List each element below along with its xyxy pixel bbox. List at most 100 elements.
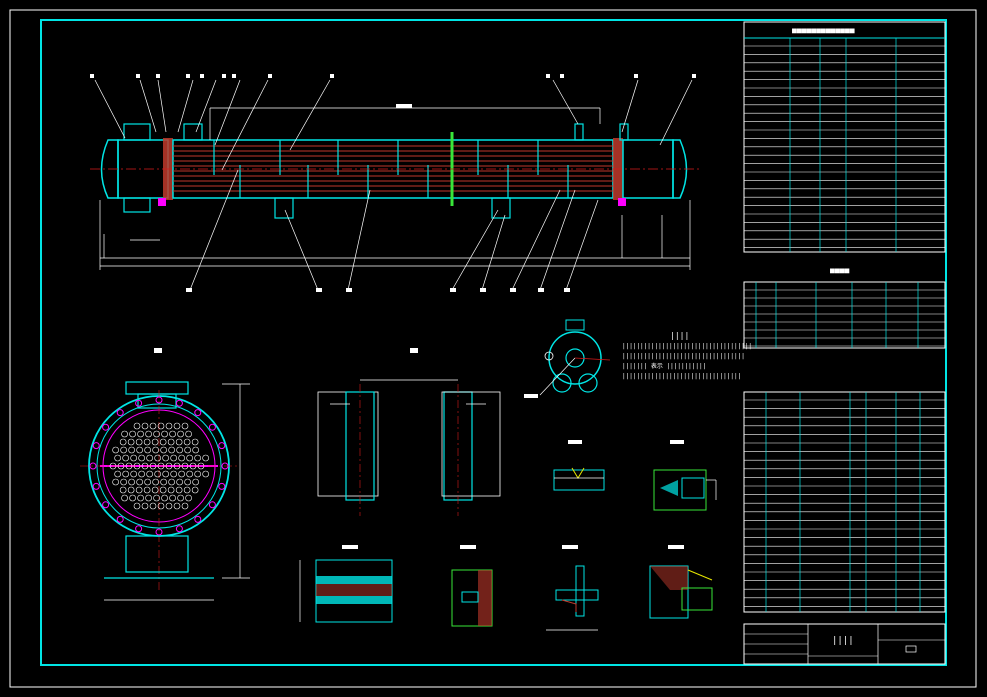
- tube-hole: [186, 470, 193, 478]
- tube-hole: [135, 438, 143, 446]
- tube-hole: [121, 430, 128, 438]
- tube-hole: [178, 454, 185, 462]
- tube-hole: [152, 478, 159, 486]
- tube-hole: [128, 478, 135, 486]
- tube-hole: [194, 470, 201, 478]
- tube-hole: [185, 494, 192, 502]
- bolt-hole: [208, 501, 216, 509]
- tube-hole: [144, 478, 151, 486]
- bolt-hole: [175, 525, 183, 533]
- tube-hole: [114, 454, 121, 462]
- tube-hole: [162, 470, 169, 478]
- tube-hole: [154, 470, 161, 478]
- tube-hole: [167, 486, 175, 494]
- tube-hole: [122, 454, 129, 462]
- tube-hole: [143, 486, 151, 494]
- bolt-hole: [175, 399, 183, 407]
- tube-hole: [167, 438, 175, 446]
- tube-hole: [191, 438, 199, 446]
- tube-hole: [141, 502, 149, 510]
- section-note-line-2: ||||||||||||||||||||||||||||||||||: [622, 353, 745, 360]
- tube-hole: [177, 430, 184, 438]
- tube-hole: [109, 462, 117, 470]
- drawing-border: [40, 19, 947, 666]
- tube-hole: [165, 422, 173, 430]
- tube-hole: [159, 486, 167, 494]
- tube-hole: [137, 494, 144, 502]
- nozzle-table-heading: ■■■■: [830, 266, 849, 275]
- design-data-table: [743, 21, 946, 253]
- tube-hole: [144, 446, 151, 454]
- tube-hole: [170, 470, 177, 478]
- tube-hole: [146, 470, 153, 478]
- bolt-hole: [221, 462, 229, 470]
- bolt-hole: [116, 409, 124, 417]
- tube-hole: [177, 494, 184, 502]
- tube-hole: [192, 446, 199, 454]
- bolt-hole: [155, 528, 163, 536]
- tube-hole: [170, 454, 177, 462]
- section-note-short: ||||: [670, 331, 689, 340]
- tube-hole: [112, 478, 119, 486]
- tube-hole: [151, 438, 159, 446]
- tube-hole: [133, 502, 141, 510]
- tube-hole: [161, 494, 168, 502]
- tube-hole: [114, 470, 121, 478]
- tube-hole: [197, 462, 205, 470]
- bolt-hole: [194, 515, 202, 523]
- tube-hole: [181, 422, 189, 430]
- tube-hole: [173, 462, 181, 470]
- tube-hole: [176, 478, 183, 486]
- tube-hole: [153, 430, 160, 438]
- tube-hole: [160, 446, 167, 454]
- tube-hole: [185, 430, 192, 438]
- tube-hole: [129, 430, 136, 438]
- tube-hole: [121, 494, 128, 502]
- tube-hole: [130, 454, 137, 462]
- tube-hole: [120, 446, 127, 454]
- tube-hole: [136, 478, 143, 486]
- tube-hole: [153, 494, 160, 502]
- tube-hole: [186, 454, 193, 462]
- title-block: [743, 623, 946, 665]
- tube-hole: [159, 438, 167, 446]
- bolt-hole: [208, 423, 216, 431]
- tube-hole: [151, 486, 159, 494]
- tube-hole: [181, 462, 189, 470]
- tube-hole: [122, 470, 129, 478]
- tube-hole: [133, 462, 141, 470]
- tube-hole: [112, 446, 119, 454]
- tube-hole: [173, 502, 181, 510]
- design-table-heading: ■■■■■■■■■■■■■: [792, 26, 855, 35]
- bolt-hole: [218, 482, 226, 490]
- section-note-line-4: |||||||||||||||||||||||||||||||||: [622, 373, 741, 380]
- bolt-hole: [89, 462, 97, 470]
- tube-hole: [169, 494, 176, 502]
- tube-hole: [125, 462, 133, 470]
- tubesheet-end-view: [80, 348, 250, 601]
- detail-views: [299, 440, 717, 631]
- tube-hole: [138, 470, 145, 478]
- tube-hole: [133, 422, 141, 430]
- tube-hole: [169, 430, 176, 438]
- tube-hole: [157, 422, 165, 430]
- tube-hole: [189, 462, 197, 470]
- tube-hole: [119, 438, 127, 446]
- tube-hole: [135, 486, 143, 494]
- outer-frame: [9, 9, 977, 688]
- section-note-line-3: ||||||| 表示 |||||||||||: [622, 362, 706, 370]
- tube-hole: [157, 462, 165, 470]
- tube-hole: [128, 446, 135, 454]
- tube-hole: [129, 494, 136, 502]
- bolt-hole: [135, 525, 143, 533]
- tube-hole: [149, 462, 157, 470]
- tube-hole: [175, 486, 183, 494]
- bolt-hole: [194, 409, 202, 417]
- tube-hole: [138, 454, 145, 462]
- tube-hole: [141, 422, 149, 430]
- tube-hole: [160, 478, 167, 486]
- section-view-supports: [317, 348, 501, 516]
- parts-list-table: [743, 391, 946, 613]
- tube-hole: [162, 454, 169, 462]
